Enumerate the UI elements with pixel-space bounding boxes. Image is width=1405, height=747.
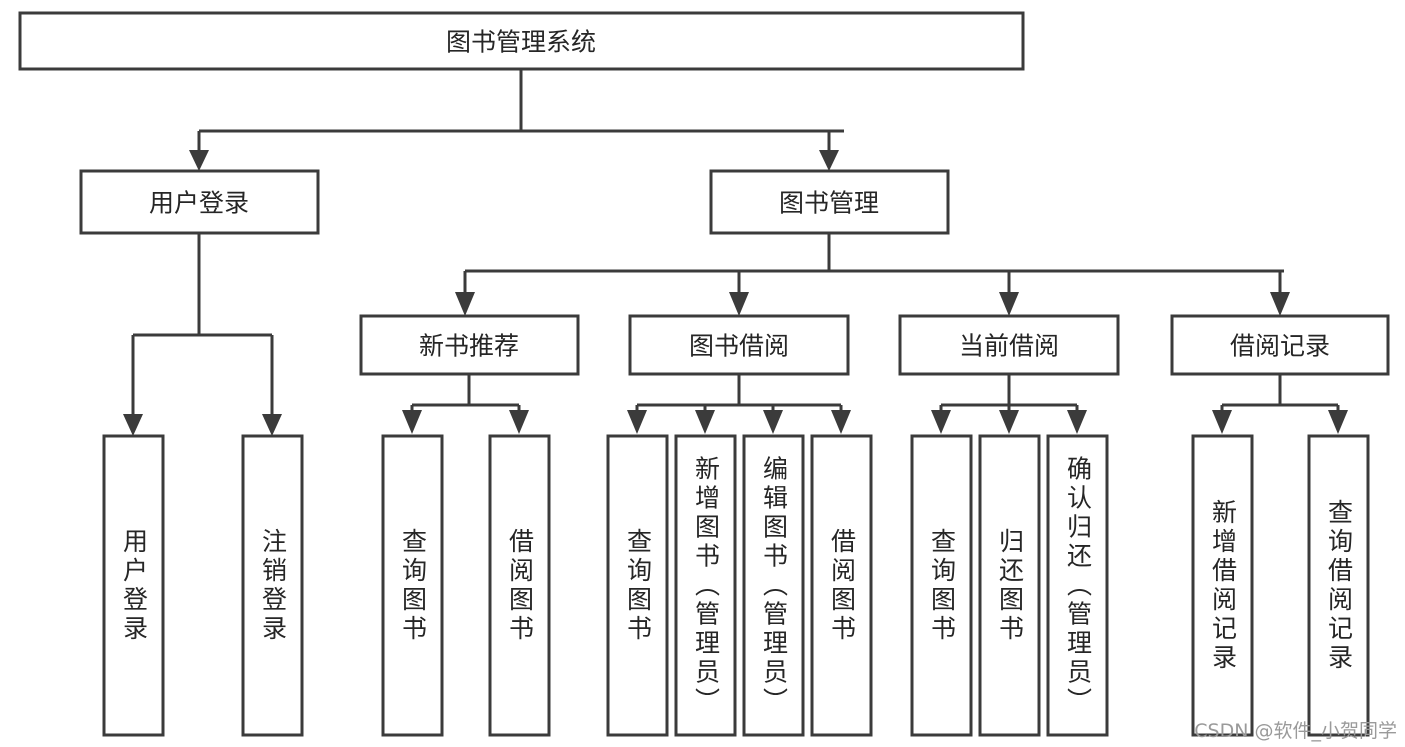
node-leaf-edit-book-box[interactable] (742, 434, 805, 737)
node-leaf-query-book-3-box[interactable] (910, 434, 973, 737)
node-leaf-edit-book[interactable]: 编辑图书（管理员） (742, 434, 805, 737)
node-user-login-label: 用户登录 (149, 189, 249, 218)
node-leaf-query-book-1-label: 查询图书 (399, 528, 428, 644)
connectors-user-login-to-leaves (123, 233, 282, 436)
node-leaf-user-login-box[interactable] (102, 434, 165, 737)
node-root-label: 图书管理系统 (446, 28, 596, 57)
connectors-book-manage-to-level3 (455, 233, 1290, 316)
arrowhead-leaf-query-record (1328, 410, 1348, 434)
connectors-current-borrow-to-leaves (931, 374, 1087, 434)
arrowhead-leaf-return-book (999, 410, 1019, 434)
node-root-box[interactable] (18, 11, 1025, 71)
arrowhead-leaf-confirm-return (1067, 410, 1087, 434)
node-leaf-borrow-book-1[interactable]: 借阅图书 (488, 434, 551, 737)
node-leaf-edit-book-label: 编辑图书（管理员） (760, 456, 789, 717)
node-current-borrow[interactable]: 当前借阅 (898, 314, 1120, 376)
node-leaf-query-book-2-label: 查询图书 (624, 528, 653, 644)
node-book-borrow[interactable]: 图书借阅 (628, 314, 850, 376)
node-leaf-query-book-2[interactable]: 查询图书 (606, 434, 669, 737)
arrowhead-leaf-query-book-2 (627, 410, 647, 434)
arrowhead-leaf-edit-book (763, 410, 783, 434)
node-leaf-user-logout-label: 注销登录 (259, 528, 288, 644)
node-leaf-query-book-3[interactable]: 查询图书 (910, 434, 973, 737)
node-leaf-query-book-1[interactable]: 查询图书 (381, 434, 444, 737)
node-leaf-user-logout-box[interactable] (241, 434, 304, 737)
node-leaf-borrow-book-2-box[interactable] (810, 434, 873, 737)
node-new-book-recommend-label: 新书推荐 (419, 332, 519, 361)
arrowhead-current-borrow (999, 292, 1019, 316)
node-book-borrow-box[interactable] (628, 314, 850, 376)
arrowhead-leaf-borrow-book-1 (509, 410, 529, 434)
node-leaf-query-book-3-label: 查询图书 (928, 528, 957, 644)
node-new-book-recommend-box[interactable] (359, 314, 580, 376)
node-book-manage-box[interactable] (709, 169, 950, 235)
node-leaf-confirm-return[interactable]: 确认归还（管理员） (1046, 434, 1109, 737)
node-leaf-add-book[interactable]: 新增图书（管理员） (674, 434, 737, 737)
node-leaf-user-logout[interactable]: 注销登录 (241, 434, 304, 737)
arrowhead-leaf-borrow-book-2 (831, 410, 851, 434)
connectors-root-to-level2 (189, 69, 844, 171)
node-book-borrow-label: 图书借阅 (689, 332, 789, 361)
node-leaf-return-book[interactable]: 归还图书 (978, 434, 1041, 737)
node-leaf-add-book-label: 新增图书（管理员） (692, 456, 721, 717)
node-book-manage[interactable]: 图书管理 (709, 169, 950, 235)
node-new-book-recommend[interactable]: 新书推荐 (359, 314, 580, 376)
node-leaf-user-login[interactable]: 用户登录 (102, 434, 165, 737)
arrowhead-leaf-add-record (1212, 410, 1232, 434)
node-leaf-add-book-box[interactable] (674, 434, 737, 737)
node-leaf-return-book-box[interactable] (978, 434, 1041, 737)
node-leaf-query-book-1-box[interactable] (381, 434, 444, 737)
node-user-login[interactable]: 用户登录 (79, 169, 320, 235)
node-leaf-confirm-return-box[interactable] (1046, 434, 1109, 737)
arrowhead-leaf-query-book-3 (931, 410, 951, 434)
node-leaf-borrow-book-2[interactable]: 借阅图书 (810, 434, 873, 737)
node-leaf-add-record-label: 新增借阅记录 (1209, 499, 1238, 673)
arrowhead-book-borrow (729, 292, 749, 316)
arrowhead-new-book-recommend (455, 292, 475, 316)
node-leaf-borrow-book-1-label: 借阅图书 (506, 528, 535, 644)
node-borrow-record-box[interactable] (1170, 314, 1390, 376)
node-leaf-borrow-book-2-label: 借阅图书 (828, 528, 857, 644)
connectors-book-borrow-to-leaves (627, 374, 851, 434)
node-leaf-query-book-2-box[interactable] (606, 434, 669, 737)
node-leaf-query-record-box[interactable] (1307, 434, 1370, 737)
node-leaf-query-record-label: 查询借阅记录 (1325, 499, 1354, 673)
node-leaf-query-record[interactable]: 查询借阅记录 (1307, 434, 1370, 737)
node-leaf-add-record[interactable]: 新增借阅记录 (1191, 434, 1254, 737)
arrowhead-leaf-user-login (123, 414, 143, 436)
node-leaf-borrow-book-1-box[interactable] (488, 434, 551, 737)
arrowhead-user-login (189, 150, 209, 171)
arrowhead-leaf-user-logout (262, 414, 282, 436)
node-root[interactable]: 图书管理系统 (18, 11, 1025, 71)
connectors-borrow-record-to-leaves (1212, 374, 1348, 434)
node-user-login-box[interactable] (79, 169, 320, 235)
arrowhead-book-manage (819, 150, 839, 171)
node-leaf-confirm-return-label: 确认归还（管理员） (1064, 456, 1093, 717)
node-leaf-add-record-box[interactable] (1191, 434, 1254, 737)
node-borrow-record[interactable]: 借阅记录 (1170, 314, 1390, 376)
node-leaf-return-book-label: 归还图书 (996, 528, 1025, 644)
connectors-new-book-recommend-to-leaves (402, 374, 529, 434)
node-leaf-user-login-label: 用户登录 (120, 528, 149, 644)
node-current-borrow-box[interactable] (898, 314, 1120, 376)
arrowhead-borrow-record (1270, 292, 1290, 316)
node-current-borrow-label: 当前借阅 (959, 332, 1059, 361)
node-borrow-record-label: 借阅记录 (1230, 332, 1330, 361)
arrowhead-leaf-add-book (695, 410, 715, 434)
arrowhead-leaf-query-book-1 (402, 410, 422, 434)
node-book-manage-label: 图书管理 (779, 189, 879, 218)
